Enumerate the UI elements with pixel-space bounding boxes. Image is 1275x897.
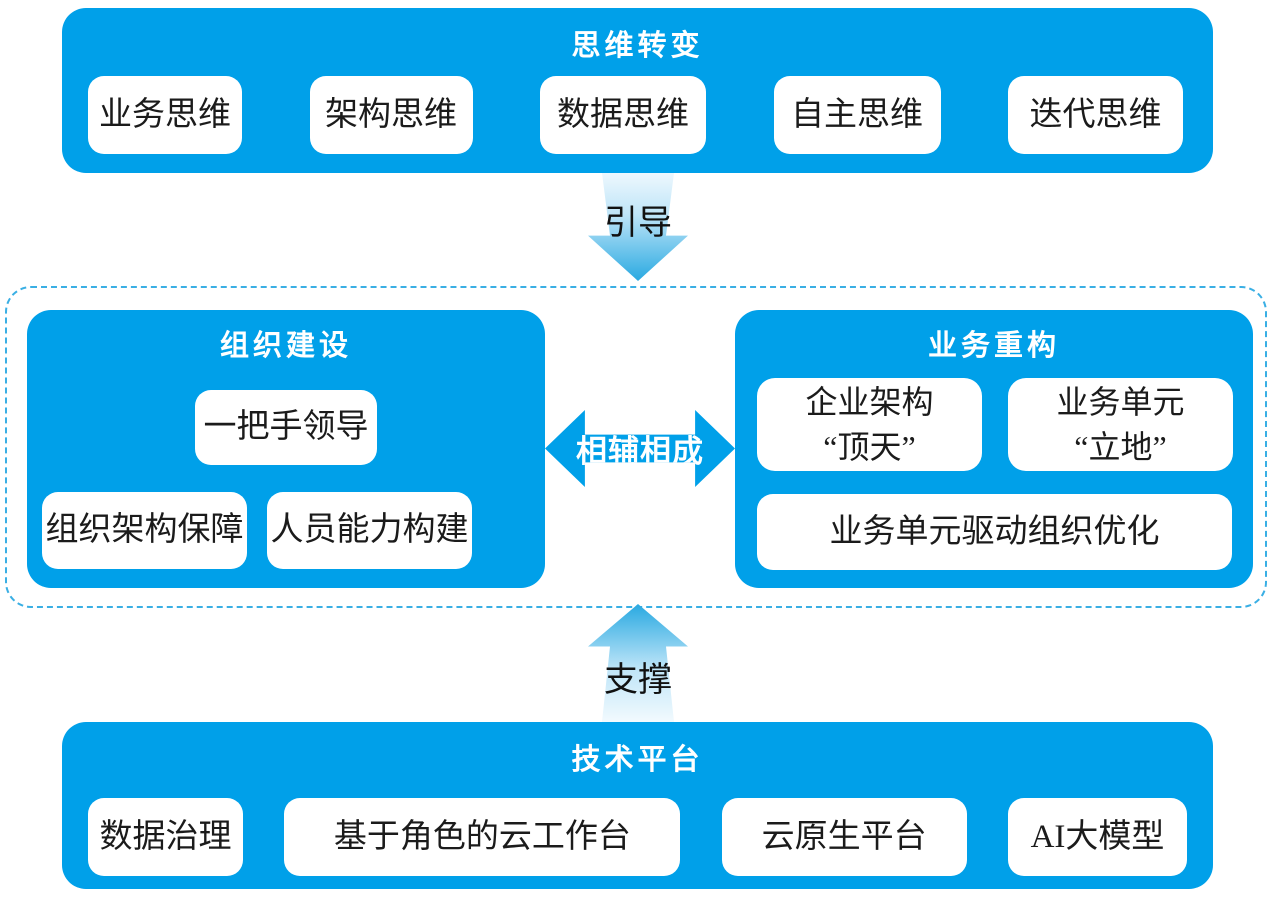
support-arrow: 支撑: [588, 604, 688, 722]
mutual-double-arrow-icon: 相辅相成: [545, 410, 735, 487]
chip-line: “立地”: [1074, 428, 1167, 465]
business-panel-title: 业务重构: [927, 330, 1060, 362]
chip-business-thinking: 业务思维: [88, 76, 242, 154]
mutual-arrow-label: 相辅相成: [576, 434, 704, 469]
business-panel: 业务重构 企业架构 “顶天” 业务单元 “立地” 业务单元驱动组织优化: [735, 310, 1253, 588]
organization-panel-title: 组织建设: [219, 330, 352, 362]
middle-dashed-container: 组织建设 一把手领导 组织架构保障 人员能力构建 相辅相成 业务重构 企业架构 …: [5, 286, 1267, 608]
guide-arrow: 引导: [588, 173, 688, 281]
chip-top-leader: 一把手领导: [195, 390, 377, 465]
platform-chip-row: 数据治理 基于角色的云工作台 云原生平台 AI大模型: [88, 798, 1187, 876]
chip-enterprise-architecture-top: 企业架构 “顶天”: [757, 378, 982, 471]
guide-arrow-label: 引导: [604, 205, 672, 242]
chip-personnel-capability: 人员能力构建: [267, 492, 472, 569]
chip-cloud-native-platform: 云原生平台: [721, 798, 967, 876]
chip-org-structure-guarantee: 组织架构保障: [42, 492, 247, 569]
chip-data-thinking: 数据思维: [540, 76, 706, 154]
chip-business-unit-ground: 业务单元 “立地”: [1008, 378, 1233, 471]
mindset-panel: 思维转变 业务思维 架构思维 数据思维 自主思维 迭代思维: [62, 8, 1213, 173]
platform-panel: 技术平台 数据治理 基于角色的云工作台 云原生平台 AI大模型: [62, 722, 1213, 889]
chip-role-based-cloud-workbench: 基于角色的云工作台: [284, 798, 681, 876]
chip-business-unit-drives-org-optimization: 业务单元驱动组织优化: [757, 494, 1232, 570]
platform-panel-title: 技术平台: [571, 744, 704, 776]
mindset-chip-row: 业务思维 架构思维 数据思维 自主思维 迭代思维: [88, 76, 1183, 154]
chip-iterative-thinking: 迭代思维: [1008, 76, 1183, 154]
organization-panel: 组织建设 一把手领导 组织架构保障 人员能力构建: [27, 310, 545, 588]
chip-line: 企业架构: [805, 384, 934, 421]
mindset-panel-title: 思维转变: [571, 30, 704, 62]
chip-ai-large-model: AI大模型: [1007, 798, 1187, 876]
chip-line: 业务单元: [1056, 384, 1185, 421]
chip-architecture-thinking: 架构思维: [309, 76, 473, 154]
chip-data-governance: 数据治理: [88, 798, 243, 876]
business-chip-row: 企业架构 “顶天” 业务单元 “立地”: [757, 378, 1233, 471]
chip-autonomous-thinking: 自主思维: [773, 76, 941, 154]
support-arrow-label: 支撑: [604, 662, 672, 699]
organization-chip-row: 组织架构保障 人员能力构建: [42, 492, 472, 569]
chip-line: “顶天”: [823, 428, 916, 465]
